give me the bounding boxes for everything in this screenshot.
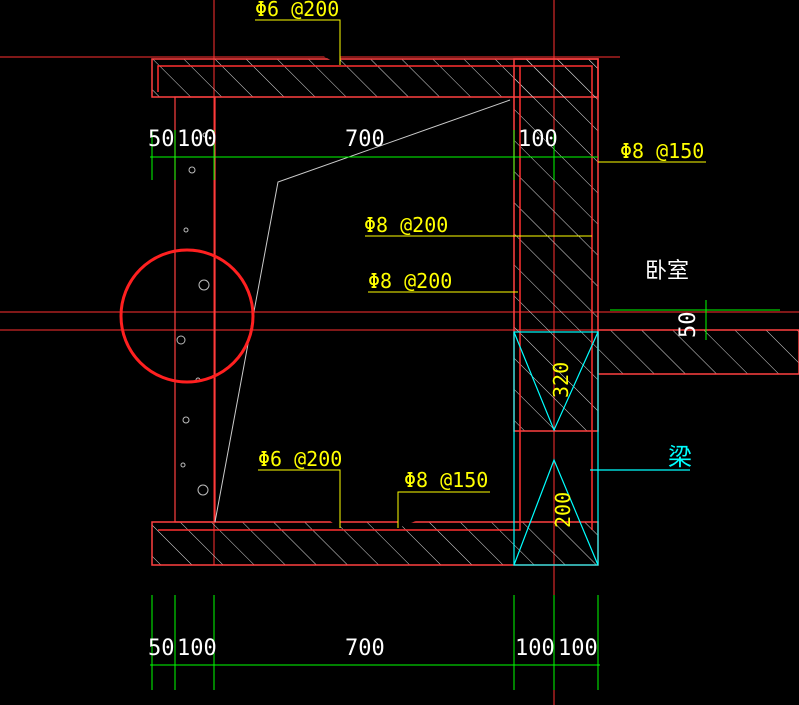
beam-cross-lower [513, 458, 599, 566]
door-swing-line [214, 99, 511, 523]
bottom-slab [151, 521, 599, 566]
dim-bottom-50: 50 [148, 636, 175, 661]
highlight-circle [119, 248, 255, 384]
floor-slab-right [597, 329, 799, 375]
room-label: 卧室 [645, 259, 689, 284]
leader-top-slab [255, 19, 341, 65]
dim-top-100-left: 100 [177, 127, 217, 152]
masonry-speckle [176, 132, 210, 496]
dim-slab-50: 50 [676, 312, 701, 339]
beam-section [513, 331, 690, 566]
dimension-lines [150, 130, 780, 690]
beam-label: 梁 [668, 443, 692, 471]
rebar-label-top-slab: Φ6 @200 [255, 0, 339, 21]
beam-width-label: 200 [551, 492, 575, 528]
rebar-label-bottom-right: Φ8 @150 [404, 468, 488, 492]
rebar-top-right [157, 65, 593, 530]
right-wall [513, 58, 599, 432]
dim-top-700: 700 [345, 127, 385, 152]
leader-bottom-left [258, 469, 341, 528]
dim-top-50: 50 [148, 127, 175, 152]
rebar-label-inner-lower: Φ8 @200 [368, 269, 452, 293]
leader-bottom-right [397, 491, 490, 528]
dim-bottom-700: 700 [345, 636, 385, 661]
dim-bottom-100-mid: 100 [515, 636, 555, 661]
rebar-label-inner-upper: Φ8 @200 [364, 213, 448, 237]
beam-cross-upper [513, 331, 599, 432]
rebar-label-right-wall: Φ8 @150 [620, 139, 704, 163]
beam-outline [513, 331, 599, 566]
rebar-leaders [255, 19, 706, 528]
beam-depth-label: 320 [549, 362, 573, 398]
rebar-bottom-inner [158, 320, 521, 531]
rebar-label-bottom-left: Φ6 @200 [258, 447, 342, 471]
dim-bottom-100-right: 100 [558, 636, 598, 661]
dim-bottom-100-left: 100 [177, 636, 217, 661]
left-wall-masonry [174, 96, 216, 523]
dim-top-100-right: 100 [518, 127, 558, 152]
reinforcement-lines [157, 65, 593, 531]
